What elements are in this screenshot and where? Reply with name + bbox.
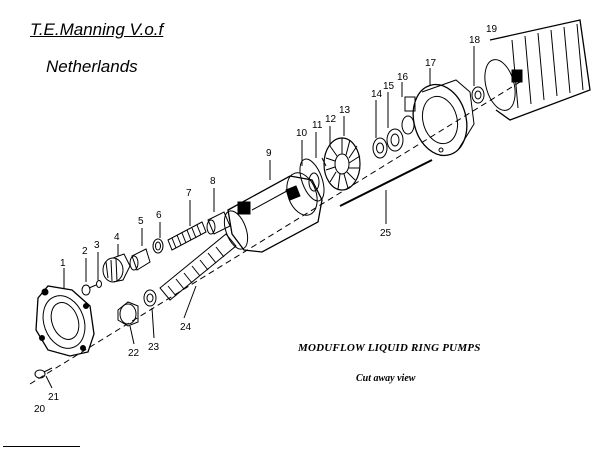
impeller	[323, 137, 361, 191]
part-label-5: 5	[138, 216, 144, 227]
part-label-18: 18	[469, 35, 481, 46]
washer	[96, 280, 102, 288]
shaft-coupling	[206, 211, 231, 235]
leader-lines	[45, 46, 475, 389]
diagram-subtitle: Cut away view	[356, 373, 416, 384]
shaft-sleeve	[129, 248, 151, 271]
part-label-24: 24	[180, 322, 192, 333]
part-label-23: 23	[148, 342, 160, 353]
part-label-20: 20	[34, 404, 46, 415]
part-labels: 1 2 3 4 5 6 7 8 9 10 11 12 13 14 15 16 1…	[34, 24, 498, 415]
part-label-25: 25	[380, 228, 392, 239]
electric-motor	[484, 19, 591, 121]
end-flange	[35, 285, 95, 357]
part-label-11: 11	[312, 120, 323, 131]
locking-nut	[117, 301, 139, 327]
tie-rod	[339, 159, 433, 207]
o-ring	[143, 289, 157, 307]
part-label-2: 2	[82, 246, 88, 257]
small-screw	[81, 284, 97, 296]
part-label-4: 4	[114, 232, 120, 243]
part-label-9: 9	[266, 148, 272, 159]
part-label-19: 19	[486, 24, 498, 35]
diagram-title: MODUFLOW LIQUID RING PUMPS	[298, 342, 481, 354]
seal-ring	[372, 137, 388, 159]
screw-shaft	[159, 233, 237, 301]
company-name: T.E.Manning V.o.f	[30, 20, 164, 39]
center-axis	[29, 81, 521, 385]
part-label-13: 13	[339, 105, 351, 116]
part-label-10: 10	[296, 128, 308, 139]
drain-plug	[34, 367, 53, 379]
part-label-22: 22	[128, 348, 140, 359]
pump-casing	[223, 172, 323, 253]
company-country: Netherlands	[46, 57, 138, 76]
port-plate	[299, 158, 325, 202]
part-label-3: 3	[94, 240, 100, 251]
retaining-ring	[152, 238, 164, 254]
shaft-seal	[471, 86, 485, 104]
part-label-1: 1	[60, 258, 66, 269]
part-label-14: 14	[371, 89, 383, 100]
part-label-6: 6	[156, 210, 162, 221]
part-label-8: 8	[210, 176, 216, 187]
part-label-7: 7	[186, 188, 192, 199]
part-label-21: 21	[48, 392, 60, 403]
part-label-15: 15	[383, 81, 395, 92]
threaded-shaft	[167, 221, 207, 251]
part-label-17: 17	[425, 58, 437, 69]
bearing-housing	[102, 253, 131, 283]
part-label-16: 16	[397, 72, 409, 83]
bottom-rule	[3, 446, 80, 447]
part-label-12: 12	[325, 114, 337, 125]
bearing	[386, 128, 404, 152]
motor-adapter	[412, 79, 475, 157]
